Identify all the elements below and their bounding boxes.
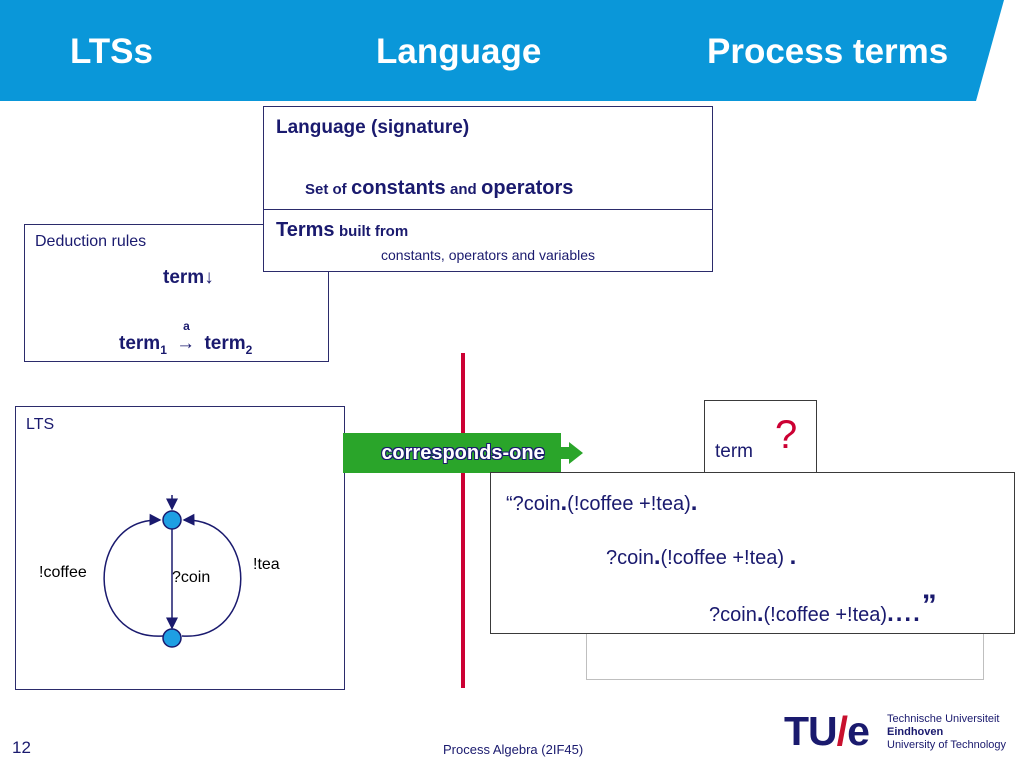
- subscript-1: 1: [160, 342, 167, 357]
- set-of-text: Set of: [305, 181, 347, 198]
- operators-text: operators: [481, 177, 574, 199]
- process-line-2: ?coin.(!coffee +!tea) .: [606, 543, 797, 570]
- process-line-1: “?coin.(!coffee +!tea).: [506, 489, 698, 516]
- university-line-1: Technische Universiteit: [887, 713, 1000, 725]
- process-line-1-prefix: “?coin: [506, 493, 561, 515]
- page-number: 12: [12, 738, 31, 757]
- transition-arrow: a →: [176, 319, 196, 355]
- terms-text: Terms: [276, 219, 335, 241]
- process-line-3-body: (!coffee +!tea): [763, 604, 888, 626]
- logo-e: e: [847, 708, 870, 754]
- course-name: Process Algebra (2IF45): [443, 742, 584, 757]
- logo-slash: /: [836, 708, 848, 754]
- university-line-3: University of Technology: [887, 739, 1007, 751]
- header-language: Language: [376, 32, 542, 71]
- lts-title: LTS: [26, 416, 55, 433]
- tea-label: !tea: [253, 556, 280, 573]
- tue-logo: TU/e: [784, 708, 870, 755]
- university-name: Technische Universiteit Eindhoven Univer…: [887, 713, 1006, 752]
- corresponds-one-label: corresponds-one: [381, 442, 545, 464]
- subscript-2: 2: [245, 342, 253, 357]
- constants-text: constants: [351, 177, 446, 199]
- header-band: [0, 0, 1004, 101]
- coin-label: ?coin: [172, 569, 211, 586]
- built-from-detail: constants, operators and variables: [381, 247, 596, 263]
- term-query-box: term ?: [704, 400, 817, 480]
- header-ltss: LTSs: [70, 32, 153, 71]
- coffee-label: !coffee: [39, 564, 87, 581]
- corresponds-one-arrow: [343, 433, 583, 473]
- signature-description: Set of constants and operators: [305, 177, 573, 200]
- process-term-box: “?coin.(!coffee +!tea). ?coin.(!coffee +…: [490, 472, 1015, 634]
- right-arrow-icon: →: [176, 333, 196, 354]
- lts-box: LTS !coffee ?coin !tea: [15, 406, 345, 690]
- terms-heading: Terms built from: [276, 219, 408, 242]
- closing-quote: ”: [921, 589, 937, 622]
- and-text: and: [450, 181, 477, 198]
- question-mark-icon: ?: [775, 413, 798, 457]
- process-line-3: ?coin.(!coffee +!tea)....”: [709, 589, 937, 627]
- second-state-node: [162, 628, 182, 648]
- university-line-2: Eindhoven: [887, 726, 944, 738]
- conclusion-term-2: term: [204, 333, 246, 354]
- process-line-1-body: (!coffee +!tea): [567, 493, 691, 515]
- lts-graph: [103, 495, 242, 648]
- coffee-transition: [103, 513, 164, 637]
- termination-arrow-icon: ↓: [204, 267, 214, 288]
- tea-transition: [181, 513, 242, 637]
- initial-state-node: [162, 510, 182, 530]
- slide-header: LTSs Language Process terms: [0, 0, 1024, 101]
- rule-premise: term↓: [163, 267, 214, 289]
- deduction-rules-title: Deduction rules: [35, 233, 147, 250]
- built-from-text: built from: [339, 223, 409, 240]
- ellipsis-dots: ....: [887, 600, 922, 627]
- header-process-terms: Process terms: [707, 32, 949, 71]
- language-box-divider: [263, 209, 713, 210]
- transition-label: a: [183, 319, 190, 333]
- conclusion-term-1: term: [119, 333, 161, 354]
- premise-term: term: [163, 267, 205, 288]
- process-line-2-body: (!coffee +!tea): [660, 547, 785, 569]
- term-label: term: [715, 441, 753, 462]
- background-frame: [586, 630, 984, 680]
- process-line-2-prefix: ?coin: [606, 547, 654, 569]
- logo-tu: TU: [784, 708, 838, 754]
- deduction-rules-box: Deduction rules term↓ term1 a → term2: [24, 224, 329, 362]
- process-line-3-prefix: ?coin: [709, 604, 757, 626]
- rule-conclusion: term1 a → term2: [119, 319, 253, 357]
- vertical-divider: [461, 353, 465, 688]
- language-title: Language (signature): [276, 117, 470, 138]
- language-box: Language (signature) Set of constants an…: [263, 106, 713, 272]
